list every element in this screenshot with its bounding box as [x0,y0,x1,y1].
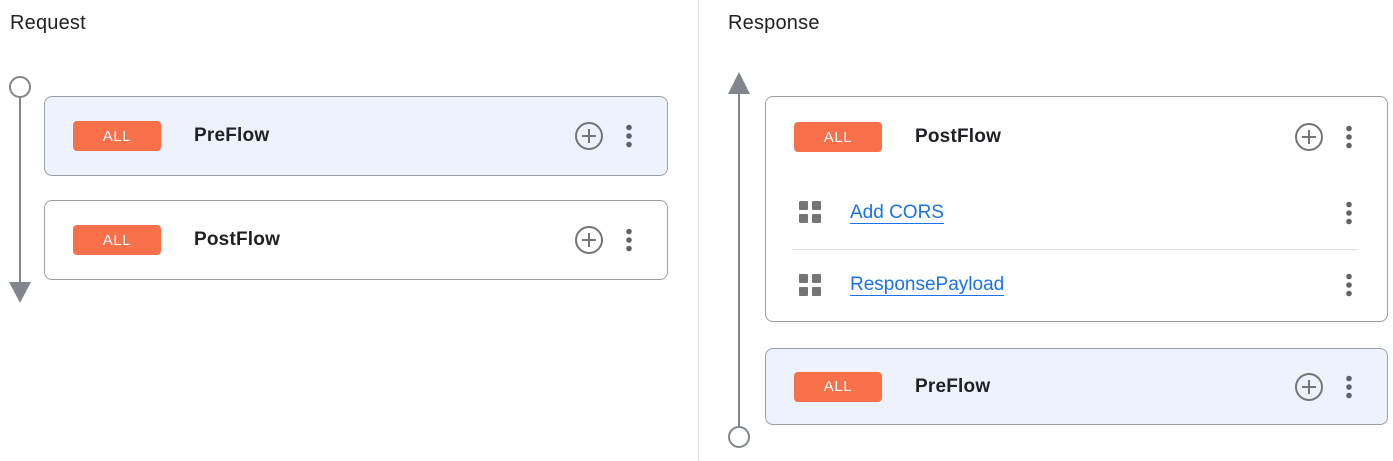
policy-link-add-cors[interactable]: Add CORS [850,201,944,223]
add-policy-icon[interactable] [574,121,604,151]
request-preflow-card[interactable]: ALL PreFlow [44,96,668,176]
flow-name: PostFlow [194,229,281,250]
more-actions-kebab-icon[interactable] [1341,198,1357,228]
row-actions [574,121,637,151]
policy-grid-icon [799,273,821,296]
policy-row: Add CORS [766,177,1387,249]
condition-badge: ALL [73,225,161,255]
more-actions-kebab-icon[interactable] [621,225,637,255]
policy-row-divider [792,248,1358,250]
policy-row: ResponsePayload [766,250,1387,322]
condition-badge: ALL [794,371,882,402]
request-postflow-card[interactable]: ALL PostFlow [44,200,668,280]
row-actions [1294,122,1357,152]
add-policy-icon[interactable] [1294,122,1324,152]
more-actions-kebab-icon[interactable] [1341,122,1357,152]
row-actions [1294,372,1357,402]
row-actions [1341,198,1357,228]
flow-name: PreFlow [194,125,270,146]
request-panel-title: Request [10,12,86,34]
more-actions-kebab-icon[interactable] [1341,372,1357,402]
flow-name: PostFlow [915,126,1002,147]
response-postflow-card[interactable]: ALL PostFlow [765,96,1388,322]
condition-badge: ALL [73,121,161,151]
request-preflow-row: ALL PreFlow [45,97,667,175]
response-preflow-card[interactable]: ALL PreFlow [765,348,1388,425]
more-actions-kebab-icon[interactable] [1341,270,1357,300]
row-actions [574,225,637,255]
more-actions-kebab-icon[interactable] [621,121,637,151]
policy-grid-icon [799,201,821,224]
response-postflow-row: ALL PostFlow [766,97,1387,177]
response-panel-title: Response [728,12,820,34]
response-timeline-arrow-up-icon [728,72,750,448]
response-preflow-row: ALL PreFlow [766,349,1387,424]
row-actions [1341,270,1357,300]
flow-name: PreFlow [915,375,991,397]
add-policy-icon[interactable] [574,225,604,255]
panel-divider [698,0,699,461]
request-timeline-arrow-down-icon [9,76,31,303]
policy-link-response-payload[interactable]: ResponsePayload [850,274,1005,296]
add-policy-icon[interactable] [1294,372,1324,402]
request-postflow-row: ALL PostFlow [45,201,667,279]
condition-badge: ALL [794,122,882,152]
